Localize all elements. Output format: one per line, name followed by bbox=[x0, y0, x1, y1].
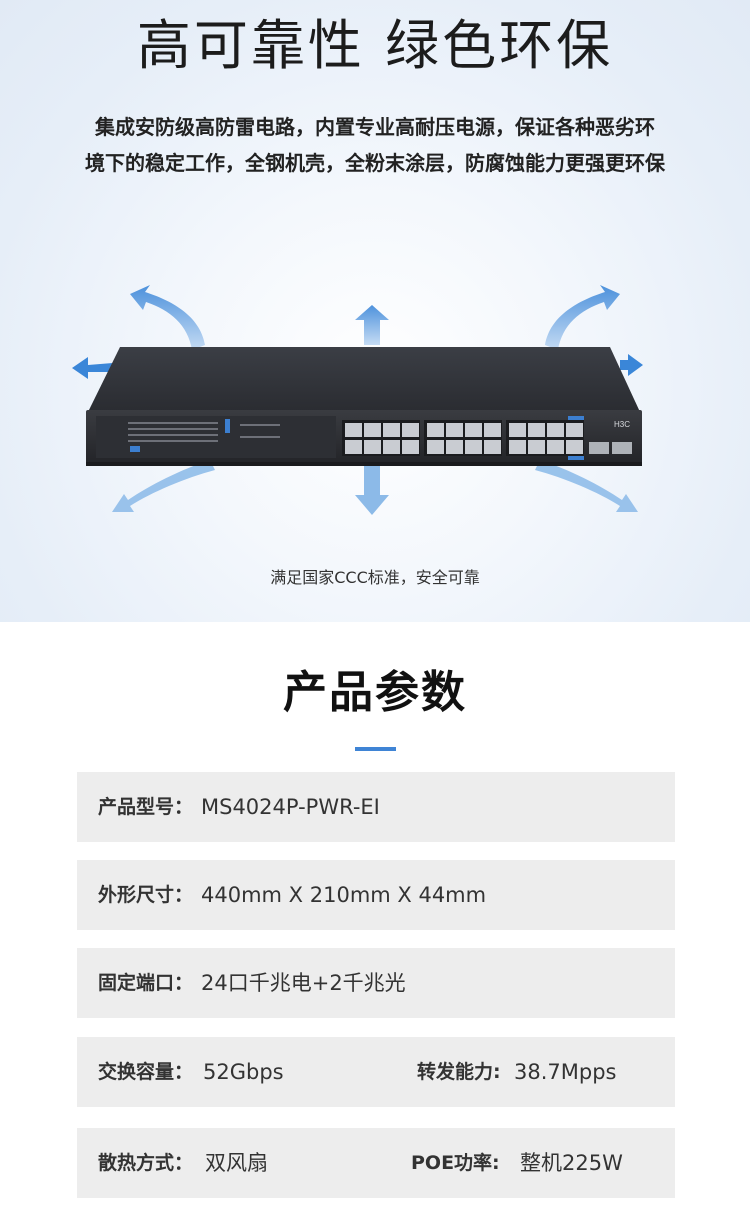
spec-value: 52Gbps bbox=[203, 1060, 284, 1084]
spec-row-ports: 固定端口： 24口千兆电+2千兆光 bbox=[77, 948, 675, 1018]
hero-title: 高可靠性 绿色环保 bbox=[136, 14, 614, 77]
airflow-arrow-bottom-right bbox=[535, 460, 638, 512]
product-illustration: H3C bbox=[0, 250, 750, 550]
spec-value: 双风扇 bbox=[205, 1151, 268, 1175]
spec-label: 外形尺寸： bbox=[98, 884, 194, 906]
hero-section: 高可靠性 绿色环保 集成安防级高防雷电路，内置专业高耐压电源，保证各种恶劣环 境… bbox=[0, 0, 750, 622]
spec-value: MS4024P-PWR-EI bbox=[201, 795, 380, 819]
spec-label: 交换容量： bbox=[98, 1061, 194, 1083]
spec-label-secondary: 转发能力: bbox=[417, 1061, 501, 1083]
spec-label: 散热方式： bbox=[98, 1152, 194, 1174]
airflow-arrow-right bbox=[620, 354, 643, 376]
airflow-arrow-top-right bbox=[545, 285, 620, 350]
hero-description-line-2: 境下的稳定工作，全钢机壳，全粉末涂层，防腐蚀能力更强更环保 bbox=[85, 151, 665, 175]
hero-description-line-1: 集成安防级高防雷电路，内置专业高耐压电源，保证各种恶劣环 bbox=[95, 115, 655, 139]
title-underline bbox=[355, 747, 396, 751]
spec-label: 固定端口： bbox=[98, 972, 194, 994]
spec-value: 440mm X 210mm X 44mm bbox=[201, 883, 487, 907]
spec-row-switching: 交换容量： 52Gbps 转发能力: 38.7Mpps bbox=[77, 1037, 675, 1107]
spec-row-cooling: 散热方式： 双风扇 POE功率: 整机225W bbox=[77, 1128, 675, 1198]
spec-value: 24口千兆电+2千兆光 bbox=[201, 971, 406, 995]
network-switch: H3C bbox=[86, 347, 642, 466]
airflow-arrow-bottom-left bbox=[112, 460, 215, 512]
certification-caption: 满足国家CCC标准，安全可靠 bbox=[270, 568, 480, 587]
spec-label-secondary: POE功率: bbox=[411, 1152, 500, 1174]
airflow-arrow-top-center bbox=[355, 305, 389, 345]
airflow-arrow-left bbox=[72, 357, 125, 379]
airflow-arrow-top-left bbox=[130, 285, 205, 350]
spec-value-secondary: 整机225W bbox=[520, 1151, 623, 1175]
spec-row-dimensions: 外形尺寸： 440mm X 210mm X 44mm bbox=[77, 860, 675, 930]
brand-logo: H3C bbox=[614, 420, 630, 429]
airflow-arrow-bottom-center bbox=[355, 465, 389, 515]
specs-title: 产品参数 bbox=[283, 667, 467, 718]
spec-row-model: 产品型号： MS4024P-PWR-EI bbox=[77, 772, 675, 842]
spec-value-secondary: 38.7Mpps bbox=[514, 1060, 617, 1084]
spec-label: 产品型号： bbox=[98, 796, 194, 818]
rj45-ports bbox=[342, 420, 584, 456]
sfp-ports bbox=[568, 416, 632, 460]
switch-illustration: H3C bbox=[72, 285, 643, 515]
